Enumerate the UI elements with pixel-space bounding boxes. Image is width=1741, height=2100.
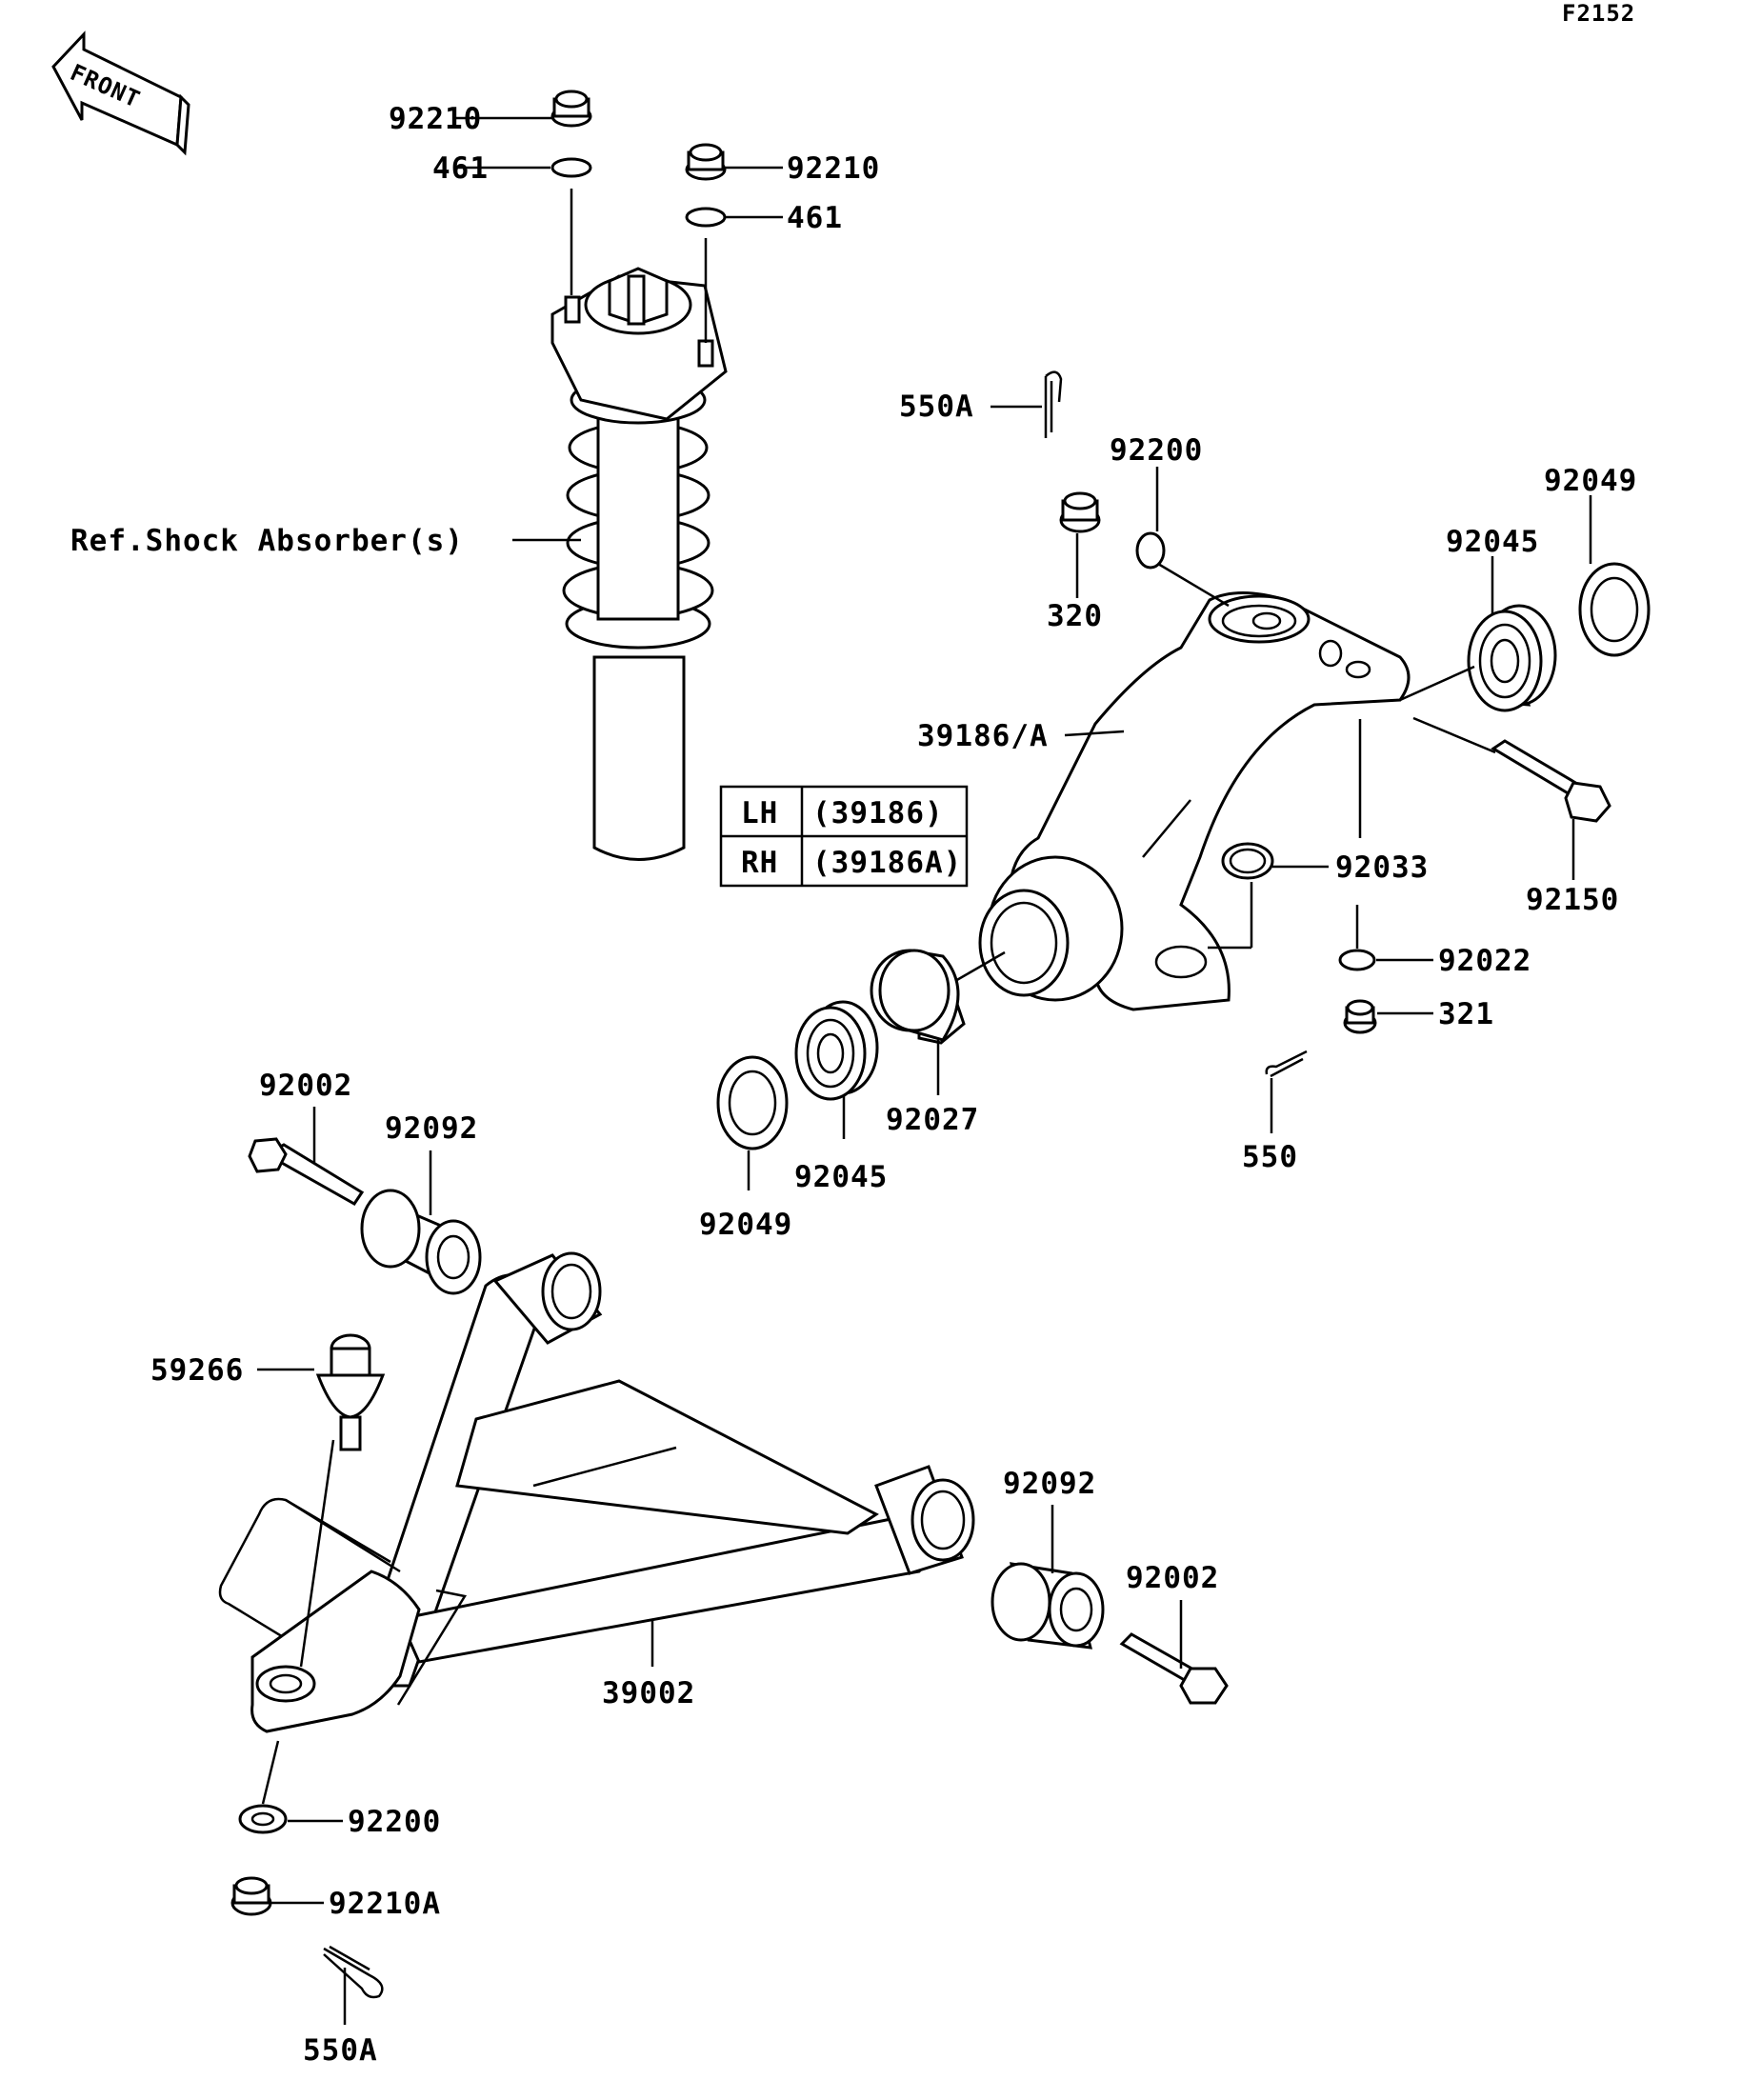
label-39186a: 39186/A bbox=[917, 719, 1049, 753]
cotter-pin-550a-top-icon bbox=[1044, 370, 1063, 438]
front-arrow-icon: FRONT bbox=[51, 30, 190, 156]
label-92049-left: 92049 bbox=[699, 1208, 792, 1242]
label-92027: 92027 bbox=[886, 1103, 979, 1137]
label-92150: 92150 bbox=[1526, 883, 1619, 917]
label-92045-left: 92045 bbox=[794, 1160, 888, 1194]
nut-92210a-icon bbox=[230, 1876, 272, 1916]
label-550a-bottom: 550A bbox=[303, 2033, 378, 2068]
nut-92210-left-icon bbox=[550, 90, 592, 128]
label-92200-bottom: 92200 bbox=[348, 1805, 441, 1839]
label-92092-right: 92092 bbox=[1003, 1467, 1096, 1501]
label-461-a: 461 bbox=[432, 151, 489, 186]
table-lh-side: LH bbox=[741, 796, 778, 830]
label-92002-right: 92002 bbox=[1126, 1561, 1219, 1595]
label-39002: 39002 bbox=[602, 1676, 695, 1710]
label-321: 321 bbox=[1438, 997, 1494, 1031]
label-92045-right: 92045 bbox=[1446, 525, 1539, 559]
cotter-pin-550a-bottom-icon bbox=[323, 1945, 384, 1999]
bushing-92092-right-icon bbox=[991, 1562, 1105, 1650]
seal-92049-left-icon bbox=[716, 1055, 789, 1150]
side-table: LH (39186) RH (39186A) bbox=[719, 785, 969, 888]
label-92033: 92033 bbox=[1335, 850, 1429, 885]
washer-92200-top-icon bbox=[1135, 531, 1166, 570]
bolt-92002-right-icon bbox=[1119, 1632, 1229, 1705]
washer-92022-icon bbox=[1338, 949, 1376, 971]
label-92210-b: 92210 bbox=[787, 151, 880, 186]
label-92210a: 92210A bbox=[329, 1887, 441, 1921]
label-92002-top: 92002 bbox=[259, 1069, 352, 1103]
washer-92200-bottom-icon bbox=[238, 1804, 288, 1834]
label-461-b: 461 bbox=[787, 201, 843, 235]
label-92049-right: 92049 bbox=[1544, 464, 1637, 498]
label-92200-top: 92200 bbox=[1110, 433, 1203, 468]
ball-joint-59266-icon bbox=[315, 1333, 386, 1451]
spacer-92027-icon bbox=[870, 949, 966, 1045]
shock-absorber bbox=[550, 267, 728, 861]
washer-461-right-icon bbox=[685, 207, 727, 228]
table-rh-part: (39186A) bbox=[812, 846, 962, 880]
figure-code: F2152 bbox=[1562, 0, 1635, 27]
label-92092-top: 92092 bbox=[385, 1111, 478, 1146]
table-lh-part: (39186) bbox=[812, 796, 944, 830]
steering-knuckle bbox=[978, 591, 1411, 1011]
seal-92049-right-icon bbox=[1578, 562, 1651, 657]
bushing-92092-top-icon bbox=[360, 1189, 482, 1295]
bolt-92002-top-icon bbox=[248, 1137, 365, 1206]
label-92022: 92022 bbox=[1438, 944, 1531, 978]
lower-a-arm bbox=[218, 1251, 975, 1733]
label-59266: 59266 bbox=[150, 1353, 244, 1388]
label-550: 550 bbox=[1242, 1140, 1298, 1174]
nut-320-icon bbox=[1059, 491, 1101, 533]
label-92210-a: 92210 bbox=[389, 102, 482, 136]
bearing-92045-right-icon bbox=[1467, 604, 1557, 712]
label-550a-top: 550A bbox=[899, 390, 974, 424]
table-rh-side: RH bbox=[741, 846, 778, 880]
nut-92210-right-icon bbox=[685, 143, 727, 181]
nut-321-icon bbox=[1343, 999, 1377, 1034]
bolt-92150-icon bbox=[1491, 739, 1611, 823]
cotter-pin-550-icon bbox=[1265, 1050, 1308, 1078]
ref-shock-absorber: Ref.Shock Absorber(s) bbox=[70, 524, 464, 558]
label-320: 320 bbox=[1047, 599, 1103, 633]
circlip-92033-icon bbox=[1221, 842, 1274, 880]
washer-461-left-icon bbox=[550, 157, 592, 178]
bearing-92045-left-icon bbox=[794, 1000, 879, 1101]
